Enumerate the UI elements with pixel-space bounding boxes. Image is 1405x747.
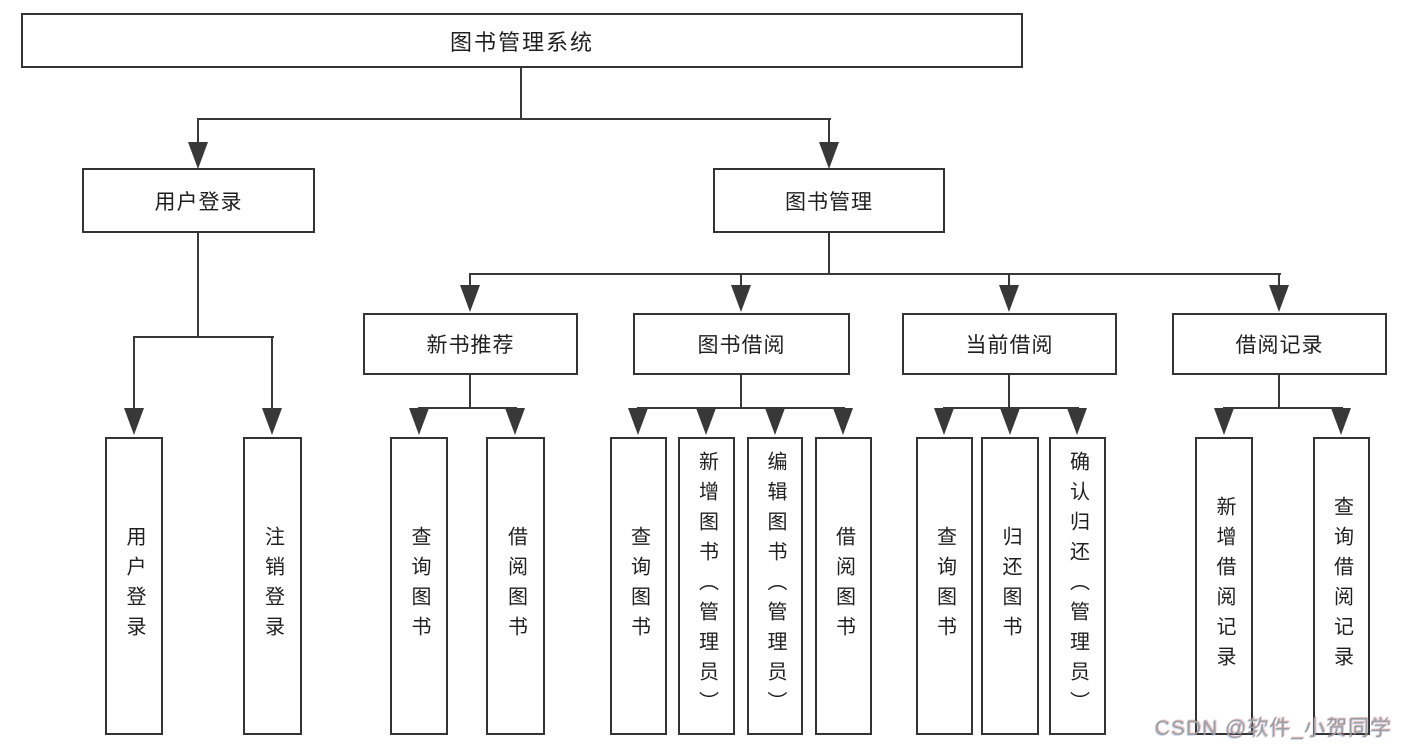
node-label: 注销登录 <box>261 526 284 646</box>
node-new-book-recommend: 新书推荐 <box>363 313 578 375</box>
arrowhead-icon <box>505 408 525 435</box>
node-label: 查询图书 <box>408 526 430 646</box>
connector-line <box>1008 375 1010 409</box>
node-label: 新增图书（管理员） <box>695 451 718 721</box>
arrowhead-icon <box>696 408 716 435</box>
node-leaf-logout: 注销登录 <box>243 437 302 735</box>
arrowhead-icon <box>1000 408 1020 435</box>
node-label: 用户登录 <box>154 190 243 214</box>
node-leaf-return-book: 归还图书 <box>981 437 1039 735</box>
connector-line <box>740 375 742 409</box>
node-leaf-query-book: 查询图书 <box>610 437 667 735</box>
node-label: 借阅图书 <box>832 526 855 646</box>
node-leaf-query-book: 查询图书 <box>390 437 448 735</box>
connector-line <box>133 336 135 410</box>
node-label: 当前借阅 <box>965 334 1054 357</box>
connector-line <box>740 273 742 286</box>
connector-line <box>197 118 199 144</box>
node-root-system: 图书管理系统 <box>21 13 1023 68</box>
node-leaf-query-borrow-record: 查询借阅记录 <box>1313 437 1370 735</box>
node-book-management-module: 图书管理 <box>713 168 945 233</box>
node-label: 图书借阅 <box>697 334 786 357</box>
connector-line <box>828 233 830 275</box>
connector-line <box>197 233 199 338</box>
connector-line <box>520 68 522 120</box>
arrowhead-icon <box>460 285 480 312</box>
csdn-watermark: CSDN @软件_小贺同学 <box>1154 717 1392 740</box>
arrowhead-icon <box>731 285 751 312</box>
node-leaf-query-book: 查询图书 <box>916 437 973 735</box>
arrowhead-icon <box>262 408 282 435</box>
arrowhead-icon <box>124 408 144 435</box>
arrowhead-icon <box>765 408 785 435</box>
node-label: 借阅图书 <box>504 526 527 646</box>
connector-line <box>271 336 273 410</box>
node-label: 用户登录 <box>123 526 145 646</box>
arrowhead-icon <box>188 142 208 169</box>
connector-line <box>133 336 274 338</box>
node-label: 查询图书 <box>627 526 650 646</box>
node-user-login-module: 用户登录 <box>82 168 315 233</box>
connector-line <box>197 118 831 120</box>
node-label: 新书推荐 <box>426 334 515 357</box>
node-leaf-user-login: 用户登录 <box>105 437 163 735</box>
arrowhead-icon <box>1214 408 1234 435</box>
connector-line <box>469 375 471 409</box>
node-leaf-add-book-admin: 新增图书（管理员） <box>678 437 735 735</box>
arrowhead-icon <box>628 408 648 435</box>
connector-line <box>828 118 830 144</box>
node-label: 图书管理系统 <box>449 29 594 55</box>
connector-line <box>1008 273 1010 286</box>
node-label: 归还图书 <box>999 526 1021 646</box>
connector-line <box>1278 375 1280 409</box>
node-borrow-records: 借阅记录 <box>1172 313 1387 375</box>
arrowhead-icon <box>934 408 954 435</box>
node-leaf-confirm-return-admin: 确认归还（管理员） <box>1049 437 1106 735</box>
connector-line <box>418 407 517 409</box>
connector-line <box>1223 407 1343 409</box>
connector-line <box>637 407 845 409</box>
arrowhead-icon <box>1331 408 1351 435</box>
arrowhead-icon <box>999 285 1019 312</box>
connector-line <box>469 273 1281 275</box>
node-label: 编辑图书（管理员） <box>764 451 786 721</box>
node-leaf-edit-book-admin: 编辑图书（管理员） <box>747 437 803 735</box>
arrowhead-icon <box>1269 285 1289 312</box>
node-label: 借阅记录 <box>1235 334 1324 357</box>
node-leaf-borrow-book: 借阅图书 <box>486 437 545 735</box>
arrowhead-icon <box>1067 408 1087 435</box>
arrowhead-icon <box>409 408 429 435</box>
arrowhead-icon <box>833 408 853 435</box>
node-label: 查询图书 <box>933 526 956 646</box>
node-leaf-add-borrow-record: 新增借阅记录 <box>1195 437 1253 735</box>
node-label: 新增借阅记录 <box>1213 496 1235 676</box>
connector-line <box>469 273 471 286</box>
node-label: 确认归还（管理员） <box>1066 451 1089 721</box>
connector-line <box>1278 273 1280 286</box>
arrowhead-icon <box>819 142 839 169</box>
node-label: 查询借阅记录 <box>1330 496 1353 676</box>
node-label: 图书管理 <box>785 190 873 214</box>
node-current-borrowing: 当前借阅 <box>902 313 1117 375</box>
node-leaf-borrow-book: 借阅图书 <box>815 437 872 735</box>
node-book-borrowing: 图书借阅 <box>633 313 850 375</box>
